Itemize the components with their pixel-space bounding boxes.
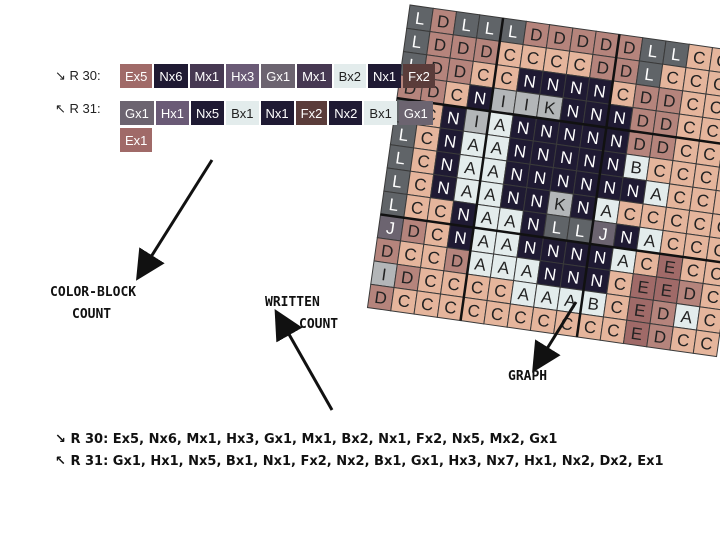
color-block-chip: Bx1 xyxy=(226,101,259,125)
written-row-r31: ↖ R 31: Gx1, Hx1, Nx5, Bx1, Nx1, Fx2, Nx… xyxy=(55,454,664,469)
color-block-chip: Gx1 xyxy=(261,64,296,88)
color-block-chip: Fx2 xyxy=(295,101,328,125)
row-label-r31: ↖ R 31: xyxy=(55,101,101,116)
diagonal-down-arrow-icon: ↘ xyxy=(55,68,66,83)
written-count-callout: WRITTEN COUNT xyxy=(265,295,339,332)
diagonal-up-arrow-icon: ↖ xyxy=(55,454,66,469)
color-block-chip: Nx1 xyxy=(368,64,402,88)
color-block-chip: Bx2 xyxy=(333,64,367,88)
color-block-chip: Gx1 xyxy=(398,101,433,125)
color-block-chip: Nx2 xyxy=(329,101,363,125)
color-block-chip: Nx1 xyxy=(260,101,294,125)
color-block-chip: Mx1 xyxy=(297,64,332,88)
color-block-arrow xyxy=(136,159,214,281)
diagonal-down-arrow-icon: ↘ xyxy=(55,432,66,447)
color-block-chip: Nx6 xyxy=(154,64,188,88)
color-block-chip: Ex1 xyxy=(120,128,153,152)
written-row-r30: ↘ R 30: Ex5, Nx6, Mx1, Hx3, Gx1, Mx1, Bx… xyxy=(55,432,558,447)
color-block-chip: Bx1 xyxy=(364,101,397,125)
color-block-callout: COLOR-BLOCK COUNT xyxy=(50,285,137,322)
color-block-chip: Nx5 xyxy=(190,101,225,125)
graph-arrow xyxy=(532,301,578,373)
row-label-r30: ↘ R 30: xyxy=(55,68,101,83)
diagonal-up-arrow-icon: ↖ xyxy=(55,101,66,116)
color-block-chip: Gx1 xyxy=(120,101,154,125)
graph-callout: GRAPH xyxy=(508,369,548,384)
color-block-chip: Hx3 xyxy=(226,64,260,88)
color-block-chip: Ex5 xyxy=(120,64,153,88)
color-block-chip: Hx1 xyxy=(155,101,189,125)
color-block-chip: Mx1 xyxy=(189,64,225,88)
color-block-chip: Fx2 xyxy=(403,64,435,88)
written-count-arrow xyxy=(274,308,334,411)
